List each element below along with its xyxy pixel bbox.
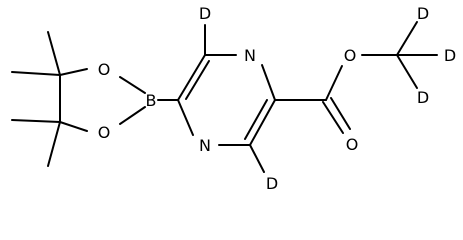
atom-label-d-methyl-2: D	[444, 46, 456, 65]
atom-label-o-carbonyl: O	[346, 135, 359, 154]
atom-label-d-ring-top: D	[199, 4, 211, 23]
atom-labels: B O O N N O O D D D D D	[98, 4, 456, 193]
atom-label-o-ester: O	[344, 46, 357, 65]
bond-ring-n4-c5	[177, 99, 194, 136]
bond-methyl-d1	[396, 21, 418, 56]
structure-diagram: B O O N N O O D D D D D	[11, 4, 457, 193]
bond-carbonyl-double-a	[322, 101, 344, 134]
bond-methyl-2	[11, 71, 61, 76]
bond-ring-n1-c2	[261, 64, 276, 101]
atom-label-d-methyl-1: D	[417, 4, 429, 23]
bond-o-c-upper	[59, 68, 88, 76]
bond-ring-c5-c6-inner	[185, 60, 210, 100]
bond-ring-c2-c3	[249, 99, 276, 146]
bond-ring-c5-c6	[177, 54, 206, 101]
bond-carbonyl-o-ester	[325, 65, 343, 101]
atom-label-d-methyl-3: D	[417, 88, 429, 107]
atom-label-b: B	[146, 91, 157, 110]
bond-methyl-1	[47, 31, 61, 76]
atom-label-d-ring-bottom: D	[266, 174, 278, 193]
atom-label-n-bottom: N	[199, 136, 211, 155]
bond-b-o-lower	[119, 106, 146, 125]
atom-label-o-lower-ring: O	[98, 123, 111, 142]
molecule-drawing: B O O N N O O D D D D D	[11, 4, 456, 193]
atom-label-o-upper-ring: O	[98, 60, 111, 79]
bond-ring-c2-c3-inner	[244, 99, 268, 140]
bond-methyl-4	[47, 121, 61, 167]
bond-methyl-3	[11, 119, 61, 123]
bonds	[11, 21, 438, 173]
atom-label-n-top: N	[244, 46, 256, 65]
bond-o-c-lower	[59, 121, 88, 132]
bond-c3-d	[249, 144, 265, 173]
bond-methyl-d3	[396, 54, 418, 89]
bond-carbonyl-double-b	[330, 97, 351, 130]
bond-b-o-upper	[119, 76, 146, 94]
